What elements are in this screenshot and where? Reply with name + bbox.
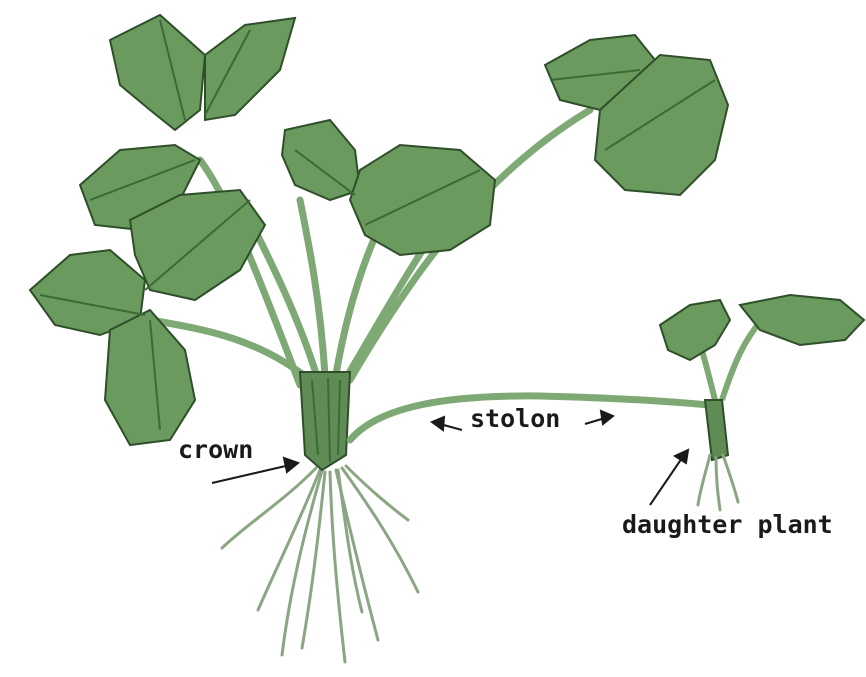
leaf-center — [282, 120, 495, 255]
roots — [222, 466, 418, 662]
crown-label: crown — [178, 435, 253, 464]
leaf-upper-right — [545, 35, 728, 195]
daughter-plant-label: daughter plant — [622, 510, 833, 539]
crown — [300, 372, 350, 470]
arrows — [212, 411, 688, 505]
stolon-arrow-left — [432, 417, 462, 430]
stolon-label: stolon — [470, 404, 560, 433]
daughter-arrow — [650, 450, 688, 505]
leaf-middle-left — [30, 190, 265, 445]
stolon-arrow-right — [585, 411, 613, 424]
